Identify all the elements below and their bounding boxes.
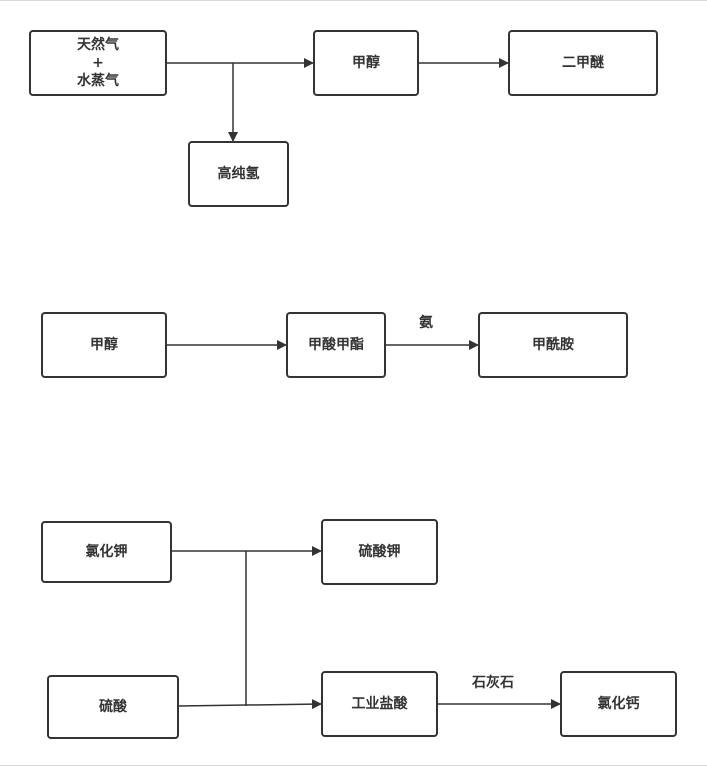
node-potassium-chloride-label: 氯化钾 — [85, 544, 128, 560]
node-formamide-label: 甲酰胺 — [532, 337, 574, 353]
node-high-purity-hydrogen: 高纯氢 — [188, 141, 289, 207]
node-dimethyl-ether: 二甲醚 — [508, 30, 658, 96]
node-potassium-chloride: 氯化钾 — [41, 521, 172, 583]
node-potassium-sulfate-label: 硫酸钾 — [358, 544, 401, 560]
bottom-border — [0, 765, 707, 766]
node-methanol-1-label: 甲醇 — [352, 55, 380, 71]
label-ammonia: 氨 — [419, 315, 433, 331]
top-border — [0, 0, 707, 1]
node-methyl-formate-label: 甲酸甲酯 — [308, 337, 364, 353]
node-natural-gas-line3: 水蒸气 — [77, 73, 119, 89]
node-high-purity-hydrogen-label: 高纯氢 — [217, 166, 260, 182]
node-calcium-chloride-label: 氯化钙 — [597, 696, 640, 712]
node-potassium-sulfate: 硫酸钾 — [321, 519, 438, 585]
node-industrial-hcl: 工业盐酸 — [321, 671, 438, 737]
node-sulfuric-acid-label: 硫酸 — [99, 699, 127, 715]
node-formamide: 甲酰胺 — [478, 312, 628, 378]
node-sulfuric-acid: 硫酸 — [47, 675, 179, 739]
node-methyl-formate: 甲酸甲酯 — [286, 312, 386, 378]
node-industrial-hcl-label: 工业盐酸 — [351, 696, 408, 712]
label-limestone: 石灰石 — [472, 675, 514, 691]
node-natural-gas-line2: + — [92, 55, 104, 71]
node-methanol-2: 甲醇 — [41, 312, 167, 378]
node-methanol-2-label: 甲醇 — [90, 337, 118, 353]
edge-h2so4-to-hcl — [178, 699, 322, 710]
node-natural-gas-line1: 天然气 — [77, 37, 119, 53]
node-methanol-1: 甲醇 — [313, 30, 419, 96]
node-calcium-chloride: 氯化钙 — [560, 671, 677, 737]
node-natural-gas-steam: 天然气 + 水蒸气 — [29, 30, 167, 96]
node-dimethyl-ether-label: 二甲醚 — [562, 55, 604, 71]
